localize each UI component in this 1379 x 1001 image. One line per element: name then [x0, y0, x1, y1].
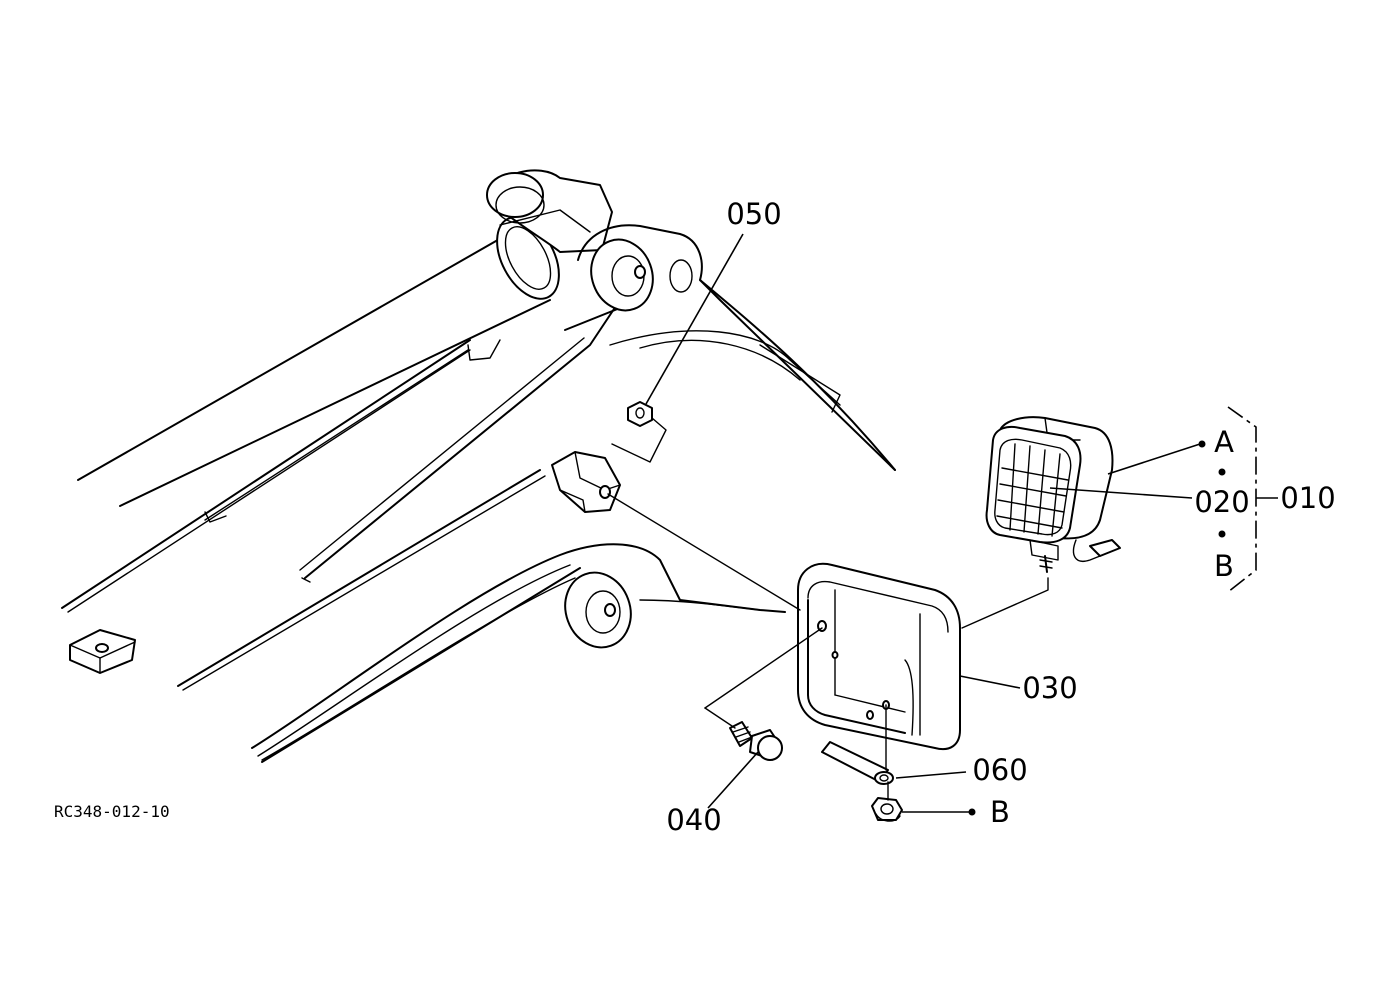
- flange-nut-part: [871, 797, 903, 822]
- ref-dot-lower: [1218, 530, 1226, 538]
- callout-b-nut-label: B: [990, 795, 1010, 829]
- callout-030-leader: [959, 675, 1021, 689]
- callout-050-label: 050: [726, 197, 781, 231]
- ref-dot-b: [968, 808, 976, 816]
- nut-050-part: [611, 401, 667, 463]
- drawing-code: RC348-012-10: [54, 802, 170, 821]
- callout-010-label: 010: [1280, 481, 1335, 515]
- callout-050-leader: [645, 233, 744, 405]
- callout-060-label: 060: [972, 753, 1027, 787]
- ref-dot-a: [1198, 440, 1206, 448]
- bolt-040-part: [729, 721, 783, 761]
- assembly-lines: [607, 493, 1049, 801]
- callout-a-leader: [1107, 443, 1201, 475]
- callout-020-leader: [1049, 487, 1193, 499]
- ref-dot-upper: [1218, 468, 1226, 476]
- callout-b-group-label: B: [1214, 549, 1234, 583]
- mounting-bracket-part: [551, 451, 621, 513]
- callout-020-label: 020: [1194, 485, 1249, 519]
- ground-strap-060-part: [821, 741, 894, 785]
- callout-040-leader: [707, 751, 759, 809]
- callout-a-label: A: [1214, 425, 1234, 459]
- callout-040-label: 040: [666, 803, 721, 837]
- callout-030-label: 030: [1022, 671, 1077, 705]
- light-guard-housing-part: [797, 562, 961, 750]
- callout-060-leader: [895, 771, 967, 779]
- work-light-part: [985, 416, 1121, 573]
- boom-assembly: [61, 169, 896, 763]
